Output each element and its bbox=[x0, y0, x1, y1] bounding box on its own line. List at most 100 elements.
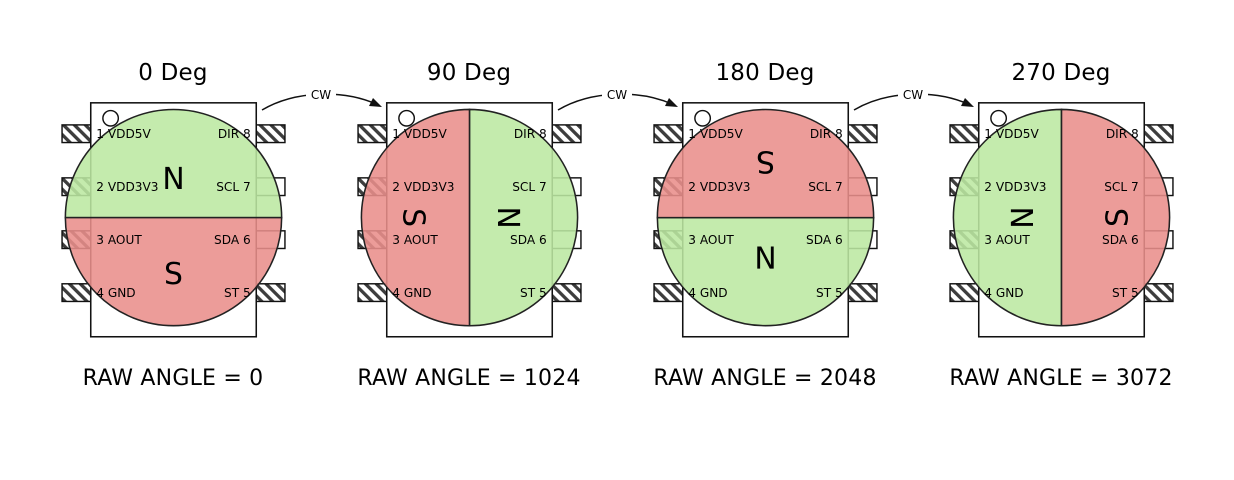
pin-labels: 1 VDD5V 2 VDD3V3 3 AOUT 4 GND DIR 8 SCL … bbox=[688, 127, 842, 300]
panel-title: 180 Deg bbox=[715, 60, 815, 86]
panel-90deg: 90 Deg N bbox=[321, 58, 617, 391]
panel-title: 0 Deg bbox=[138, 60, 208, 86]
pin1-indicator bbox=[397, 109, 415, 127]
cw-label: CW bbox=[311, 88, 331, 102]
pin-label-aout: 3 AOUT bbox=[688, 233, 734, 247]
pin-8 bbox=[255, 124, 286, 144]
panel-270deg: 270 Deg N bbox=[913, 58, 1209, 391]
pin-label-st: ST 5 bbox=[816, 286, 843, 300]
panel-title: 270 Deg bbox=[1011, 60, 1111, 86]
magnet-south-half bbox=[360, 108, 470, 327]
pin-label-gnd: 4 GND bbox=[392, 286, 431, 300]
pin-label-sda: SDA 6 bbox=[510, 233, 547, 247]
panels-row: 0 Deg N S bbox=[60, 58, 1209, 391]
pin1-indicator bbox=[989, 109, 1007, 127]
magnet-south-half bbox=[1060, 108, 1170, 327]
pin-label-scl: SCL 7 bbox=[512, 180, 547, 194]
magnet-chip-diagram: N S 1 VDD5V 2 VDD3V3 3 AOUT 4 GND DIR 8 … bbox=[652, 102, 878, 338]
pin-label-dir: DIR 8 bbox=[513, 127, 546, 141]
pin-labels: 1 VDD5V 2 VDD3V3 3 AOUT 4 GND DIR 8 SCL … bbox=[392, 127, 546, 300]
magnet-chip-diagram: N S 1 VDD5V 2 VDD3V3 3 AOUT 4 GND DIR 8 … bbox=[948, 102, 1174, 338]
magnet-north-half bbox=[64, 108, 282, 219]
pin-label-vdd3v3: 2 VDD3V3 bbox=[984, 180, 1046, 194]
pin-4 bbox=[60, 283, 91, 303]
pin-1 bbox=[652, 124, 683, 144]
raw-angle-label: RAW ANGLE = 0 bbox=[82, 366, 264, 391]
pin-1 bbox=[356, 124, 387, 144]
cw-arrowhead-icon bbox=[369, 98, 382, 107]
pin-label-vdd5v: 1 VDD5V bbox=[984, 127, 1039, 141]
magnet: N S bbox=[656, 108, 874, 327]
pin-labels: 1 VDD5V 2 VDD3V3 3 AOUT 4 GND DIR 8 SCL … bbox=[984, 127, 1138, 300]
south-pole-label: S bbox=[756, 143, 775, 178]
pin-4 bbox=[948, 283, 979, 303]
pin-label-sda: SDA 6 bbox=[214, 233, 251, 247]
cw-label: CW bbox=[903, 88, 923, 102]
pin-1 bbox=[60, 124, 91, 144]
raw-angle-label: RAW ANGLE = 1024 bbox=[357, 366, 581, 391]
pin-label-dir: DIR 8 bbox=[809, 127, 842, 141]
pin-8 bbox=[847, 124, 878, 144]
magnet-chip-diagram: N S 1 VDD5V 2 VDD3V3 3 AOUT 4 GND DIR 8 … bbox=[60, 102, 286, 338]
pin-4 bbox=[356, 283, 387, 303]
pin-label-aout: 3 AOUT bbox=[984, 233, 1030, 247]
pin-8 bbox=[551, 124, 582, 144]
magnet: N S bbox=[360, 108, 578, 327]
pin-label-vdd5v: 1 VDD5V bbox=[96, 127, 151, 141]
pin1-indicator bbox=[101, 109, 119, 127]
pin-label-sda: SDA 6 bbox=[806, 233, 843, 247]
pin-label-vdd3v3: 2 VDD3V3 bbox=[392, 180, 454, 194]
pin-5 bbox=[255, 283, 286, 303]
cw-arrow-2: CW bbox=[557, 86, 678, 111]
north-pole-label: N bbox=[490, 206, 525, 228]
pin-5 bbox=[1143, 283, 1174, 303]
pin-label-st: ST 5 bbox=[520, 286, 547, 300]
magnet-south-half bbox=[64, 216, 282, 327]
pin1-indicator bbox=[693, 109, 711, 127]
magnet: N S bbox=[952, 108, 1170, 327]
pin-label-aout: 3 AOUT bbox=[392, 233, 438, 247]
raw-angle-label: RAW ANGLE = 2048 bbox=[653, 366, 877, 391]
pin-label-st: ST 5 bbox=[1112, 286, 1139, 300]
pin-label-scl: SCL 7 bbox=[216, 180, 251, 194]
south-pole-label: S bbox=[1100, 208, 1135, 227]
pin-label-sda: SDA 6 bbox=[1102, 233, 1139, 247]
cw-arrowhead-icon bbox=[961, 98, 974, 107]
pin-label-vdd3v3: 2 VDD3V3 bbox=[96, 180, 158, 194]
pin-label-vdd3v3: 2 VDD3V3 bbox=[688, 180, 750, 194]
north-pole-label: N bbox=[162, 162, 184, 197]
pin-label-vdd5v: 1 VDD5V bbox=[688, 127, 743, 141]
raw-angle-label: RAW ANGLE = 3072 bbox=[949, 366, 1173, 391]
pin-4 bbox=[652, 283, 683, 303]
pin-5 bbox=[847, 283, 878, 303]
north-pole-label: N bbox=[754, 238, 776, 273]
pin-label-vdd5v: 1 VDD5V bbox=[392, 127, 447, 141]
pin-label-gnd: 4 GND bbox=[984, 286, 1023, 300]
cw-arrowhead-icon bbox=[665, 98, 678, 107]
north-pole-label: N bbox=[1005, 206, 1040, 228]
magnet-north-half bbox=[468, 108, 578, 327]
pin-5 bbox=[551, 283, 582, 303]
cw-arrow-3: CW bbox=[853, 86, 974, 111]
pin-8 bbox=[1143, 124, 1174, 144]
south-pole-label: S bbox=[395, 208, 430, 227]
pin-label-scl: SCL 7 bbox=[1104, 180, 1139, 194]
magnet: N S bbox=[64, 108, 282, 327]
pin-label-scl: SCL 7 bbox=[808, 180, 843, 194]
panel-180deg: 180 Deg N bbox=[617, 58, 913, 391]
south-pole-label: S bbox=[164, 257, 183, 292]
magnet-chip-diagram: N S 1 VDD5V 2 VDD3V3 3 AOUT 4 GND DIR 8 … bbox=[356, 102, 582, 338]
cw-arrow-1: CW bbox=[261, 86, 382, 111]
pin-labels: 1 VDD5V 2 VDD3V3 3 AOUT 4 GND DIR 8 SCL … bbox=[96, 127, 250, 300]
magnet-north-half bbox=[656, 216, 874, 327]
pin-label-aout: 3 AOUT bbox=[96, 233, 142, 247]
pin-1 bbox=[948, 124, 979, 144]
pin-label-gnd: 4 GND bbox=[688, 286, 727, 300]
pin-label-dir: DIR 8 bbox=[217, 127, 250, 141]
pin-label-dir: DIR 8 bbox=[1105, 127, 1138, 141]
cw-label: CW bbox=[607, 88, 627, 102]
pin-label-gnd: 4 GND bbox=[96, 286, 135, 300]
pin-label-st: ST 5 bbox=[224, 286, 251, 300]
magnet-south-half bbox=[656, 108, 874, 219]
